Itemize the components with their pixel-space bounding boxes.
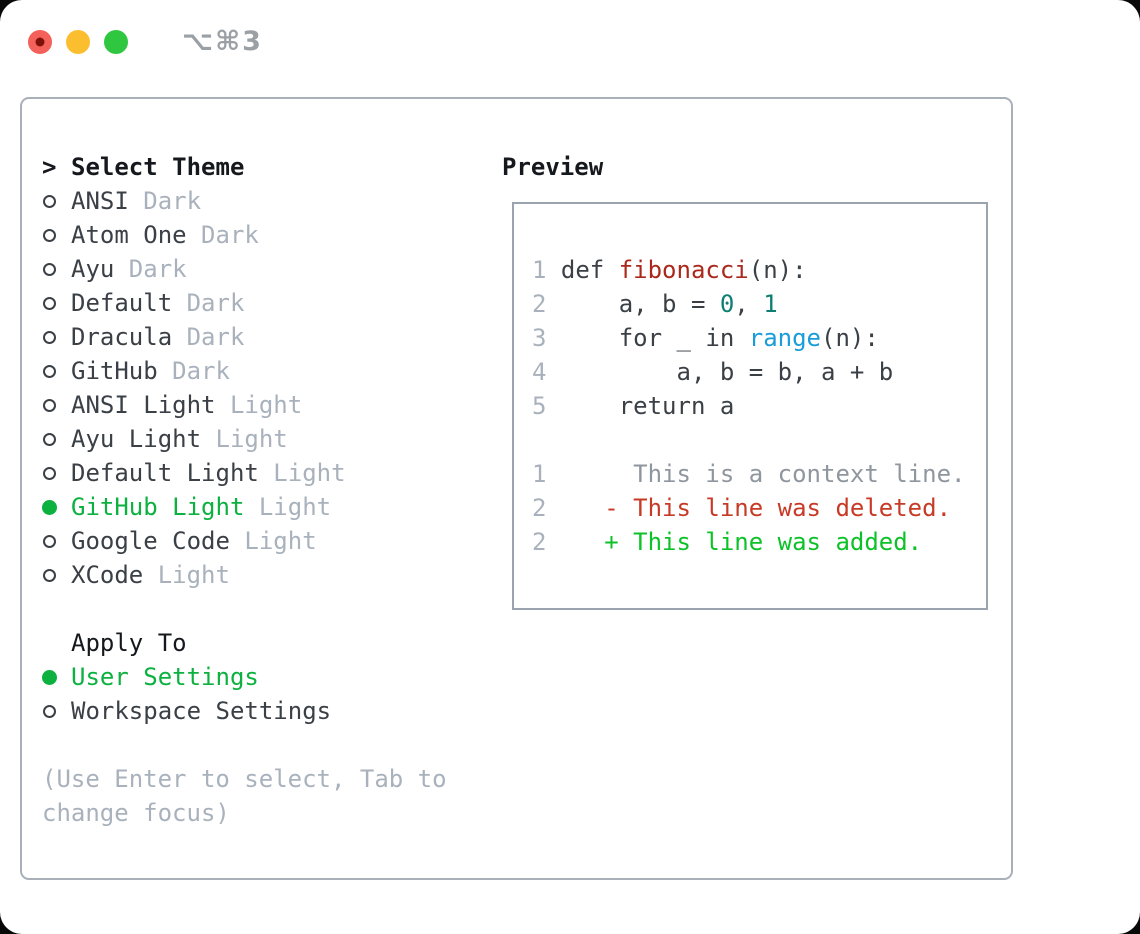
option-variant: Light: [258, 459, 346, 487]
preview-header-row: Preview: [502, 150, 603, 184]
radio-selected-icon: [42, 669, 57, 685]
option-variant: Dark: [128, 187, 202, 215]
select-theme-header: Select Theme: [71, 153, 245, 181]
radio-unselected-icon: [43, 228, 56, 242]
option-variant: Light: [244, 493, 332, 521]
code-line-1: 1 def fibonacci(n):: [532, 256, 807, 284]
preview-header: Preview: [502, 153, 604, 181]
theme-option-default-dark[interactable]: Default Dark: [42, 286, 497, 320]
code-line-3: 3 for _ in range(n):: [532, 324, 879, 352]
option-label: XCode: [71, 561, 144, 589]
maximize-button[interactable]: [104, 29, 128, 54]
radio-unselected-icon: [43, 704, 56, 718]
option-variant: Dark: [172, 323, 245, 351]
apply-to-header-row: Apply To: [42, 626, 497, 660]
option-label: User Settings: [71, 663, 259, 691]
close-button[interactable]: [28, 29, 52, 54]
code-line-4: 4 a, b = b, a + b: [532, 358, 894, 386]
option-variant: Dark: [172, 289, 245, 317]
select-theme-header-row: > Select Theme: [42, 150, 497, 184]
hint-line-1: (Use Enter to select, Tab to: [42, 765, 447, 793]
theme-option-default-light-light[interactable]: Default Light Light: [42, 456, 497, 490]
option-label: ANSI Light: [71, 391, 216, 419]
code-line-5: 5 return a: [532, 392, 735, 420]
radio-unselected-icon: [43, 534, 56, 548]
option-variant: Light: [201, 425, 288, 453]
theme-option-github-dark[interactable]: GitHub Dark: [42, 354, 497, 388]
code-line-2: 2 a, b = 0, 1: [532, 290, 778, 318]
option-variant: Light: [229, 527, 317, 555]
radio-unselected-icon: [43, 296, 56, 310]
radio-unselected-icon: [43, 398, 56, 412]
code-line-7: 1 This is a context line.: [532, 460, 966, 488]
theme-option-ansi-light-light[interactable]: ANSI Light Light: [42, 388, 497, 422]
option-label: Ayu Light: [71, 425, 202, 453]
option-label: GitHub Light: [71, 493, 245, 521]
radio-unselected-icon: [43, 364, 56, 378]
option-label: Default: [71, 289, 173, 317]
hint-line-2: change focus): [42, 799, 230, 827]
theme-option-ayu-light-light[interactable]: Ayu Light Light: [42, 422, 497, 456]
option-label: Dracula: [71, 323, 173, 351]
option-variant: Light: [215, 391, 303, 419]
theme-option-xcode-light[interactable]: XCode Light: [42, 558, 497, 592]
radio-unselected-icon: [43, 194, 56, 208]
option-variant: Dark: [157, 357, 230, 385]
apply-option-workspace-settings[interactable]: Workspace Settings: [42, 694, 497, 728]
code-line-9: 2 + This line was added.: [532, 528, 923, 556]
option-label: ANSI: [71, 187, 129, 215]
apply-option-user-settings[interactable]: User Settings: [42, 660, 497, 694]
radio-unselected-icon: [43, 330, 56, 344]
radio-unselected-icon: [43, 568, 56, 582]
radio-unselected-icon: [43, 432, 56, 446]
window-title-shortcut: ⌥⌘3: [182, 26, 263, 57]
theme-option-dracula-dark[interactable]: Dracula Dark: [42, 320, 497, 354]
theme-option-ayu-dark[interactable]: Ayu Dark: [42, 252, 497, 286]
theme-option-google-code-light[interactable]: Google Code Light: [42, 524, 497, 558]
radio-unselected-icon: [43, 466, 56, 480]
code-line-6: [532, 423, 986, 457]
radio-selected-icon: [42, 499, 57, 515]
option-label: Default Light: [71, 459, 259, 487]
option-label: Workspace Settings: [71, 697, 332, 725]
option-variant: Dark: [114, 255, 187, 283]
option-label: Google Code: [71, 527, 230, 555]
preview-box: 1 def fibonacci(n): 2 a, b = 0, 1 3 for _ …: [512, 202, 988, 610]
theme-option-ansi-dark[interactable]: ANSI Dark: [42, 184, 497, 218]
option-label: GitHub: [71, 357, 158, 385]
apply-to-header: Apply To: [71, 629, 187, 657]
prompt-caret: >: [42, 153, 57, 181]
titlebar: ⌥⌘3: [28, 26, 263, 57]
option-label: Ayu: [71, 255, 115, 283]
radio-unselected-icon: [43, 262, 56, 276]
theme-option-atom-one-dark[interactable]: Atom One Dark: [42, 218, 497, 252]
option-variant: Light: [143, 561, 230, 589]
spacer: [42, 592, 497, 626]
code-line-8: 2 - This line was deleted.: [532, 494, 952, 522]
spacer: [42, 728, 497, 762]
minimize-button[interactable]: [66, 29, 90, 54]
theme-option-github-light-light[interactable]: GitHub Light Light: [42, 490, 497, 524]
option-variant: Dark: [186, 221, 259, 249]
option-label: Atom One: [71, 221, 187, 249]
